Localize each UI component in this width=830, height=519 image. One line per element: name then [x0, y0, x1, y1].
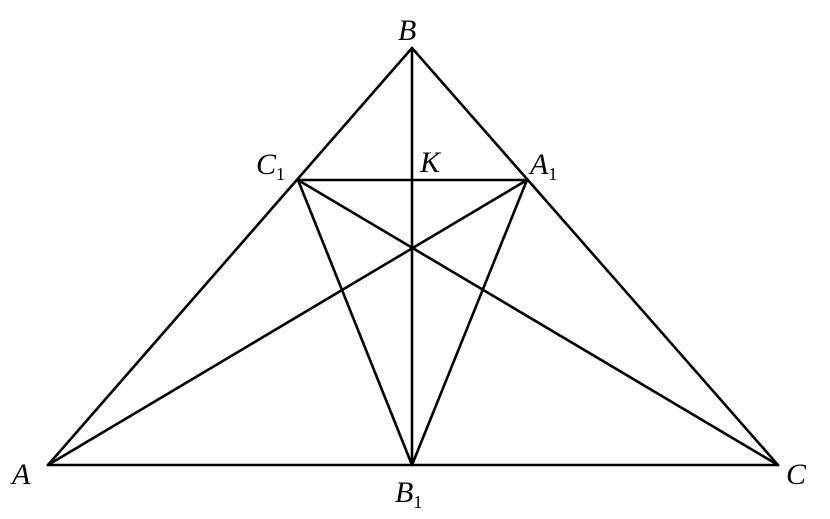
segment-B-C: [410, 46, 780, 467]
label-A: A: [12, 458, 31, 491]
label-K: K: [420, 146, 441, 179]
label-C: C: [786, 458, 807, 491]
label-A1: A1: [530, 148, 558, 184]
label-B: B: [398, 14, 417, 47]
label-B1: B1: [395, 476, 423, 512]
segment-A-A1: [46, 178, 529, 467]
segment-C1-B1: [296, 178, 414, 467]
label-C1: C1: [256, 148, 286, 184]
segment-A1-B1: [410, 178, 529, 467]
segment-C-C1: [296, 178, 780, 467]
segment-A-B: [46, 46, 414, 467]
